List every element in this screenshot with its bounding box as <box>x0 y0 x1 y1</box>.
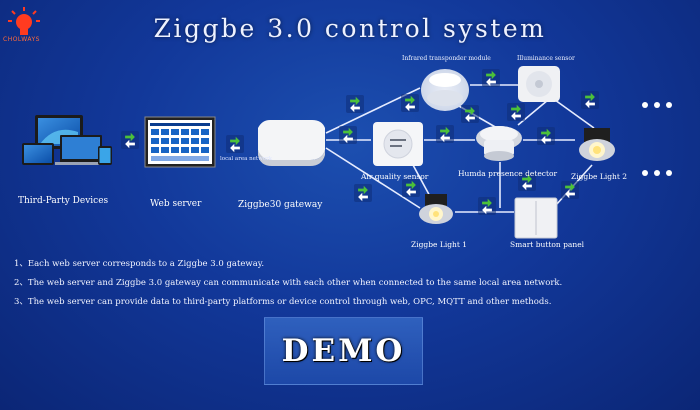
arrow-icon <box>561 181 579 199</box>
arrow-icon <box>436 125 454 143</box>
note-item: 2、The web server and Ziggbe 3.0 gateway … <box>14 278 563 288</box>
arrow-icon <box>482 69 500 87</box>
demo-button[interactable]: DEMO <box>264 317 423 385</box>
gateway-icon <box>258 120 325 166</box>
bulb-logo-icon <box>8 7 40 35</box>
arrow-icon <box>354 184 372 202</box>
arrow-icon <box>226 135 244 153</box>
label-infrared-module: Infrared transponder module <box>402 55 491 62</box>
label-ziggbe-light-2: Ziggbe Light 2 <box>571 172 628 181</box>
label-illuminance-sensor: Illuminance sensor <box>517 55 575 62</box>
arrow-icon <box>478 197 496 215</box>
page-title: Ziggbe 3.0 control system <box>153 14 547 43</box>
air-quality-sensor-icon <box>373 122 423 166</box>
notes-list: 1、Each web server corresponds to a Ziggb… <box>14 255 562 312</box>
label-gateway: Ziggbe30 gateway <box>238 200 323 210</box>
note-item: 3、The web server can provide data to thi… <box>14 297 552 307</box>
ziggbe-light-2-icon <box>579 128 615 161</box>
presence-detector-icon <box>476 126 522 161</box>
arrow-icon <box>346 95 364 113</box>
label-web-server: Web server <box>150 199 202 209</box>
illuminance-sensor-icon <box>518 66 560 102</box>
infrared-transponder-icon <box>421 69 469 111</box>
third-party-devices-icon <box>22 115 112 165</box>
web-server-icon <box>144 116 216 168</box>
ziggbe-light-1-icon <box>419 194 453 224</box>
label-third-party-devices: Third-Party Devices <box>18 196 109 206</box>
note-item: 1、Each web server corresponds to a Ziggb… <box>14 259 265 269</box>
arrow-icon <box>581 91 599 109</box>
arrow-icon <box>507 103 525 121</box>
arrow-icon <box>537 127 555 145</box>
arrow-icon <box>339 126 357 144</box>
label-presence-detector: Humda presence detector <box>458 169 558 178</box>
smart-button-panel-icon <box>514 197 558 239</box>
logo-text: CHOLWAYS <box>3 36 40 43</box>
arrow-icon <box>461 105 479 123</box>
label-smart-button-panel: Smart button panel <box>510 240 585 249</box>
label-local-area-network: local area network <box>220 156 273 162</box>
arrow-icon <box>402 179 420 197</box>
arrow-icon <box>121 131 139 149</box>
more-devices-dots <box>642 102 672 176</box>
arrow-icon <box>401 94 419 112</box>
label-ziggbe-light-1: Ziggbe Light 1 <box>411 240 468 249</box>
label-air-quality-sensor: Air quality sensor <box>361 172 429 181</box>
